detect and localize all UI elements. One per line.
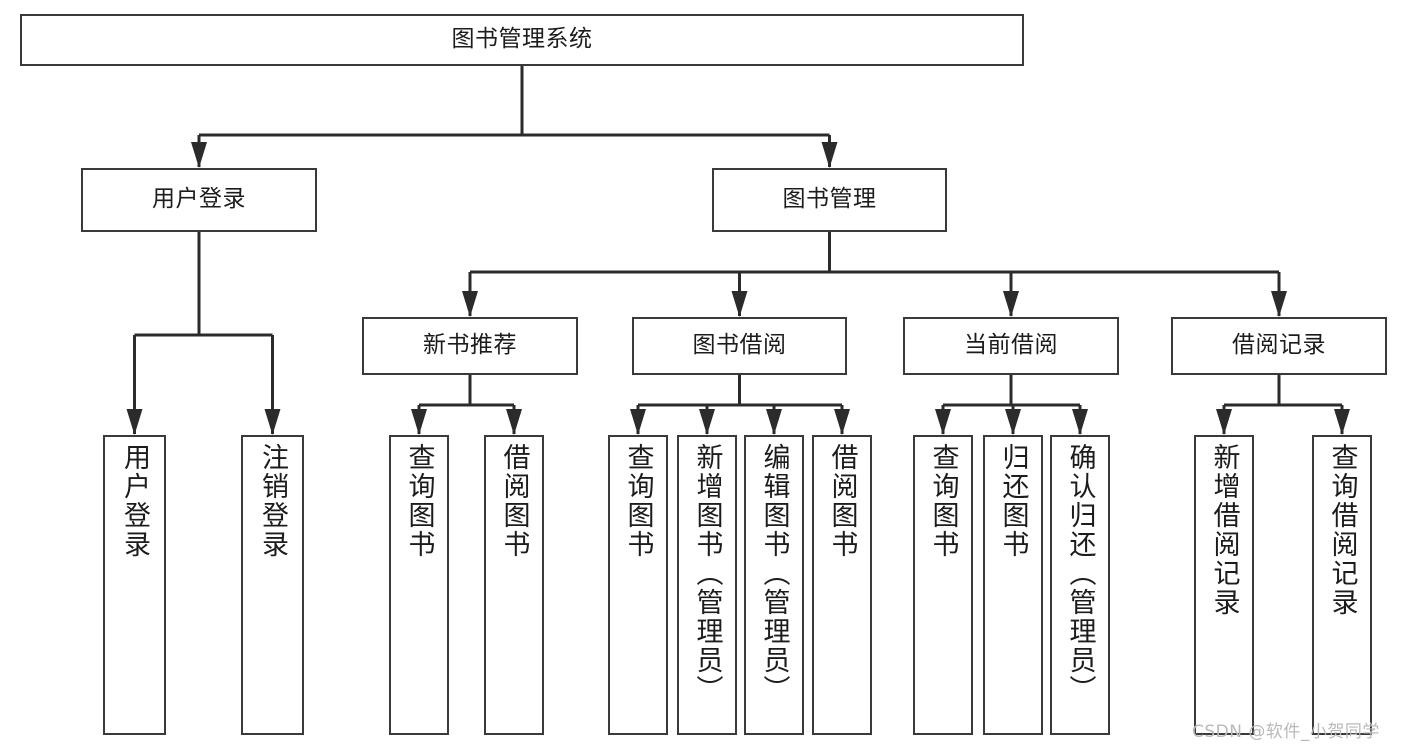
arrowhead-icon <box>506 409 522 435</box>
diagram-node-n-user-login[interactable]: 用户登录 <box>81 168 317 232</box>
arrowhead-icon <box>1334 409 1350 435</box>
diagram-node-l-cb-query-book[interactable]: 查询图书 <box>913 435 973 735</box>
arrowhead-icon <box>630 409 646 435</box>
arrowhead-icon <box>1072 409 1088 435</box>
arrowhead-icon <box>834 409 850 435</box>
diagram-node-n-book-mgmt[interactable]: 图书管理 <box>712 168 947 232</box>
diagram-node-l-bb-query-book[interactable]: 查询图书 <box>608 435 668 735</box>
diagram-node-l-rec-borrow-book[interactable]: 借阅图书 <box>484 435 544 735</box>
node-label: 新增图书（管理员） <box>691 443 723 704</box>
node-label: 用户登录 <box>119 443 150 559</box>
node-label: 查询图书 <box>927 443 959 559</box>
diagram-node-l-bb-add-book[interactable]: 新增图书（管理员） <box>677 435 737 735</box>
arrowhead-icon <box>1003 291 1019 317</box>
diagram-node-l-br-query-record[interactable]: 查询借阅记录 <box>1312 435 1372 735</box>
arrowhead-icon <box>766 409 782 435</box>
node-label: 确认归还（管理员） <box>1064 443 1096 704</box>
diagram-node-n-borrow-record[interactable]: 借阅记录 <box>1171 317 1387 375</box>
arrowhead-icon <box>821 142 838 168</box>
node-label: 用户登录 <box>152 186 246 213</box>
node-label: 图书借阅 <box>692 332 787 359</box>
arrowhead-icon <box>264 409 281 435</box>
node-label: 图书管理 <box>782 186 877 213</box>
diagram-node-n-current-borrow[interactable]: 当前借阅 <box>903 317 1119 375</box>
diagram-node-l-user-login[interactable]: 用户登录 <box>103 435 166 735</box>
arrowhead-icon <box>731 291 748 317</box>
node-label: 编辑图书（管理员） <box>758 443 790 704</box>
arrowhead-icon <box>1216 409 1232 435</box>
arrowhead-icon <box>191 142 207 168</box>
node-label: 查询借阅记录 <box>1326 443 1358 617</box>
diagram-node-l-bb-borrow-book[interactable]: 借阅图书 <box>812 435 872 735</box>
node-label: 图书管理系统 <box>451 26 593 53</box>
diagram-node-l-user-logout[interactable]: 注销登录 <box>241 435 304 735</box>
node-label: 借阅图书 <box>826 443 858 559</box>
diagram-node-l-rec-query-book[interactable]: 查询图书 <box>389 435 449 735</box>
arrowhead-icon <box>411 409 427 435</box>
arrowhead-icon <box>1271 291 1287 317</box>
arrowhead-icon <box>462 291 478 317</box>
diagram-node-l-cb-confirm-return[interactable]: 确认归还（管理员） <box>1050 435 1110 735</box>
diagram-node-l-bb-edit-book[interactable]: 编辑图书（管理员） <box>744 435 804 735</box>
diagram-node-l-br-add-record[interactable]: 新增借阅记录 <box>1194 435 1254 735</box>
diagram-node-n-new-book-rec[interactable]: 新书推荐 <box>362 317 578 375</box>
watermark: CSDN @软件_小贺同学 <box>1192 722 1380 742</box>
arrowhead-icon <box>1005 409 1021 435</box>
arrowhead-icon <box>699 409 715 435</box>
arrowhead-icon <box>126 409 143 435</box>
node-label: 当前借阅 <box>964 332 1058 359</box>
diagram-node-l-cb-return-book[interactable]: 归还图书 <box>983 435 1043 735</box>
node-label: 查询图书 <box>403 443 435 559</box>
node-label: 归还图书 <box>997 443 1029 559</box>
node-label: 借阅记录 <box>1232 332 1326 359</box>
node-label: 新书推荐 <box>423 332 517 359</box>
diagram-node-root[interactable]: 图书管理系统 <box>20 14 1024 66</box>
node-label: 注销登录 <box>257 443 288 559</box>
diagram-node-n-book-borrow[interactable]: 图书借阅 <box>632 317 847 375</box>
node-label: 查询图书 <box>622 443 654 559</box>
node-label: 新增借阅记录 <box>1208 443 1240 617</box>
node-label: 借阅图书 <box>498 443 530 559</box>
arrowhead-icon <box>935 409 951 435</box>
